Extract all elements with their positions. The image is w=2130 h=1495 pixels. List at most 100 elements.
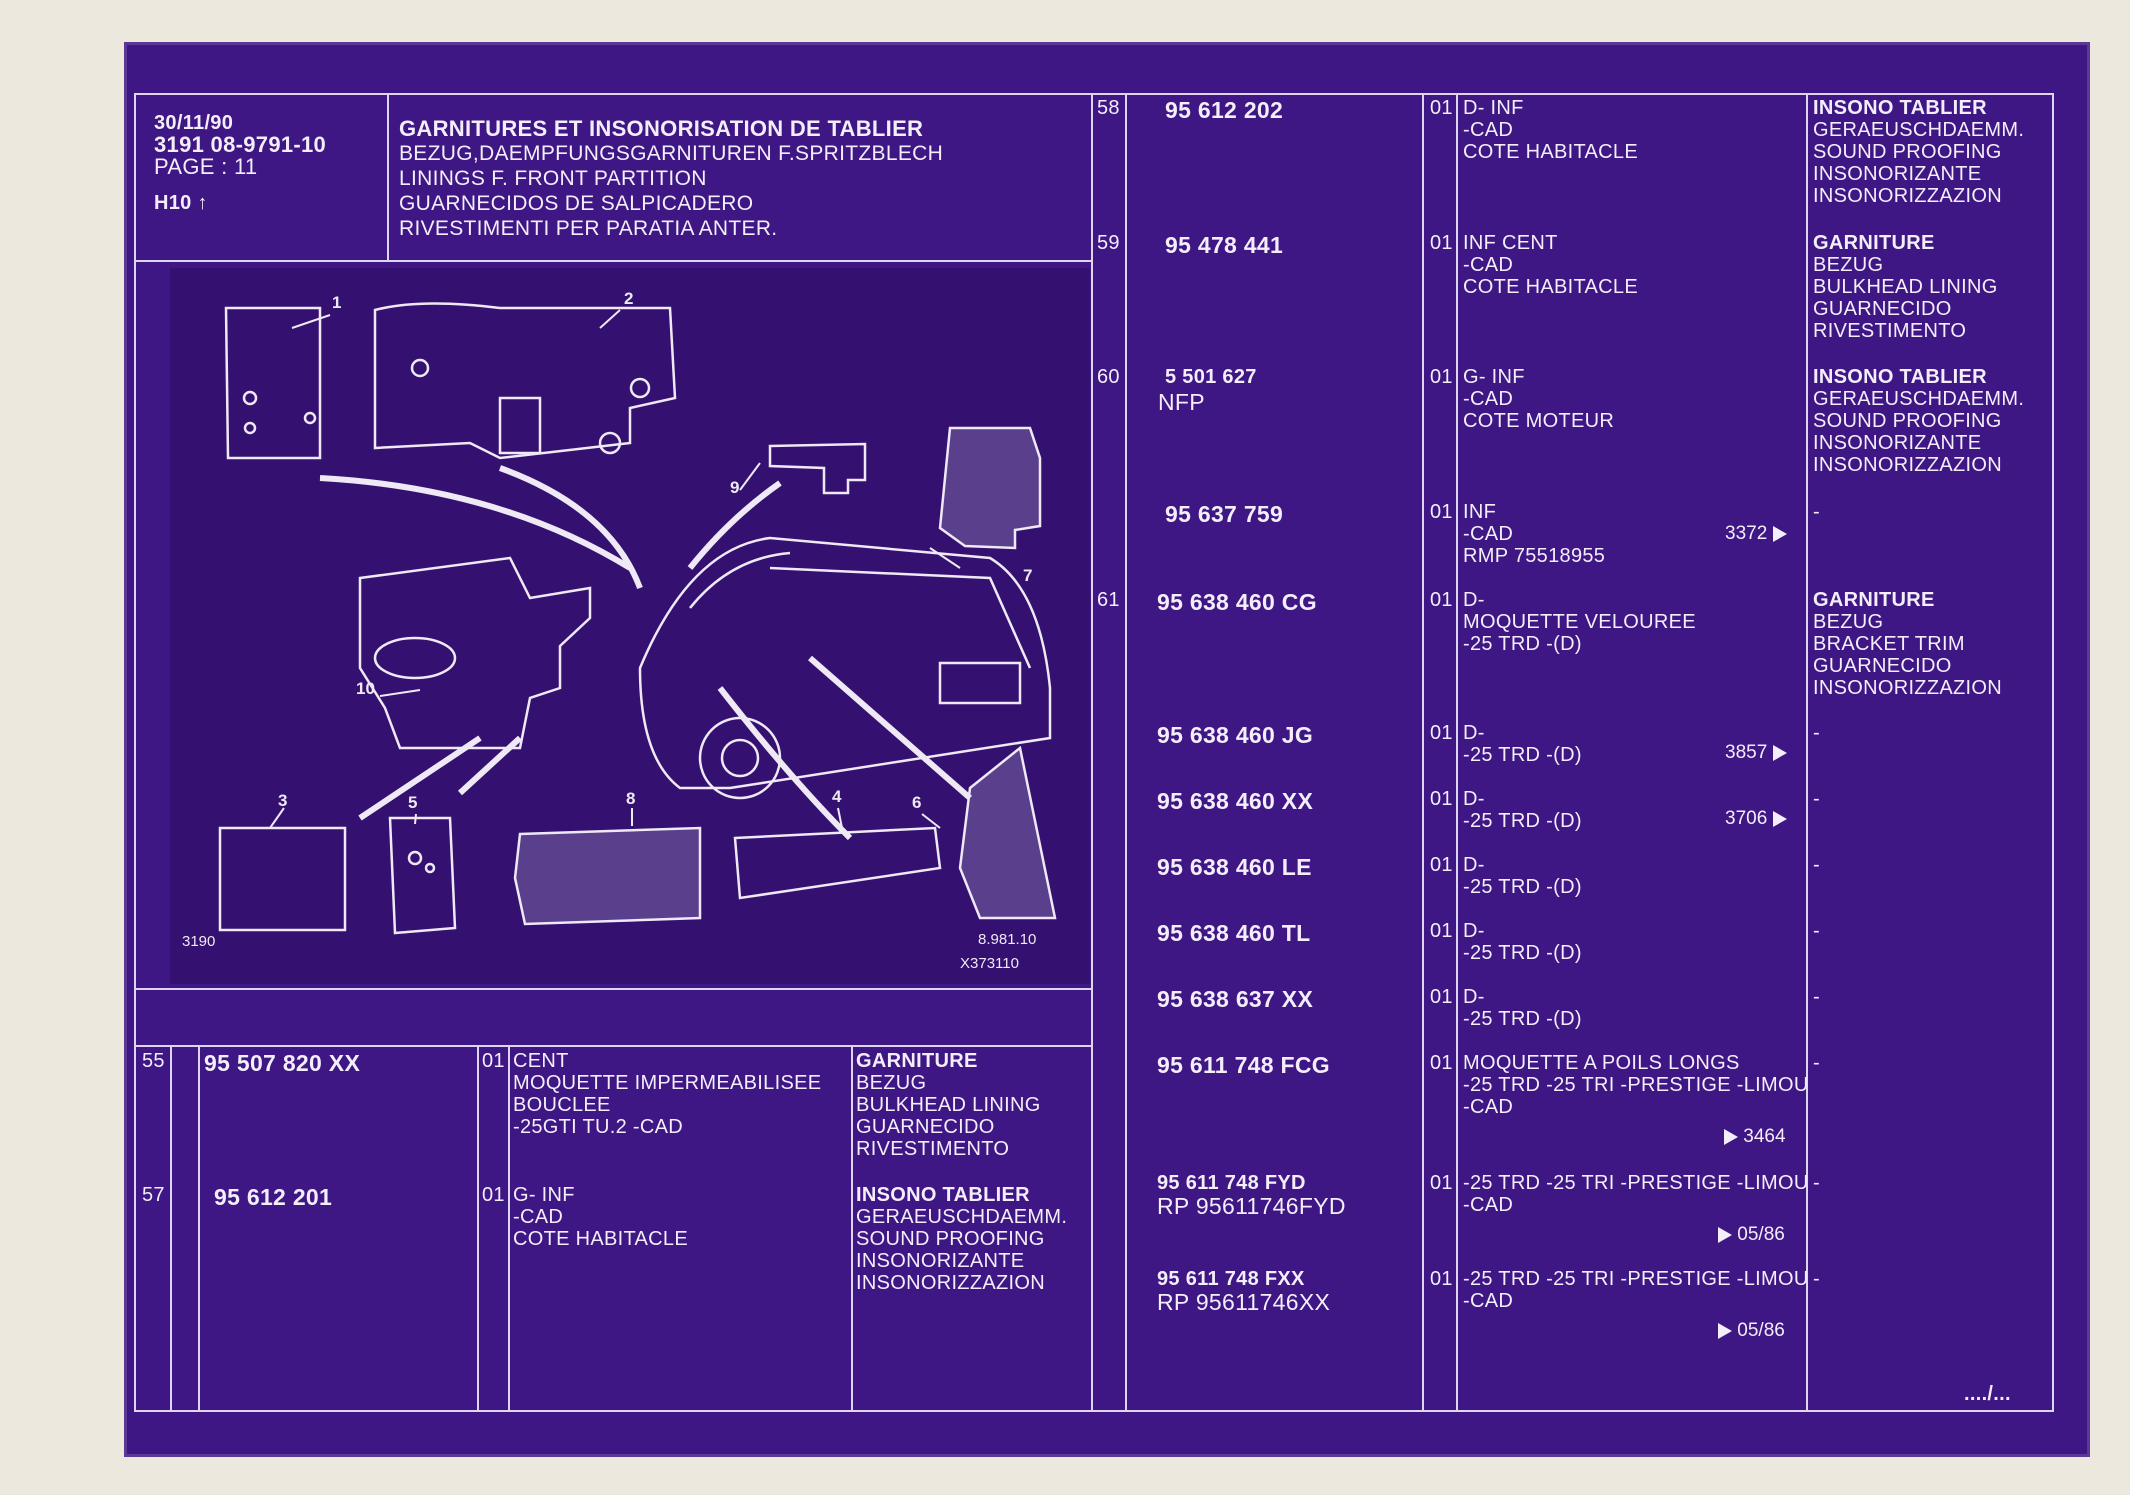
quantity: 01: [1430, 920, 1453, 942]
right-col-line-3: [1456, 93, 1458, 1410]
part-number: 95 612 202: [1165, 97, 1284, 123]
ref-marker: 05/86: [1718, 1224, 1785, 1246]
header-divider: [387, 93, 389, 261]
description: MOQUETTE A POILS LONGS-25 TRD -25 TRI -P…: [1463, 1052, 1809, 1118]
title-de: BEZUG,DAEMPFUNGSGARNITUREN F.SPRITZBLECH: [399, 142, 944, 165]
quantity: 01: [1430, 1268, 1453, 1290]
description: D--25 TRD -(D): [1463, 986, 1582, 1030]
ref-marker: 3857: [1725, 742, 1787, 764]
quantity: 01: [1430, 1052, 1453, 1074]
quantity: 01: [1430, 501, 1453, 523]
play-arrow-icon: [1772, 744, 1787, 761]
ref-marker: 3706: [1725, 808, 1787, 830]
part-3-shape: [218, 826, 347, 932]
description: D-MOQUETTE VELOUREE-25 TRD -(D): [1463, 589, 1696, 655]
part-number: 5 501 627: [1165, 366, 1257, 388]
right-col-line-1: [1125, 93, 1127, 1410]
quantity: 01: [1430, 722, 1453, 744]
quantity: 01: [1430, 854, 1453, 876]
quantity: 01: [1430, 788, 1453, 810]
description: -25 TRD -25 TRI -PRESTIGE -LIMOU-CAD: [1463, 1268, 1809, 1312]
part-number: 95 478 441: [1165, 232, 1284, 258]
part-8-shape: [513, 826, 702, 926]
left-col-line-1: [170, 1045, 172, 1410]
left-col-line-2: [198, 1045, 200, 1410]
part-names: -: [1813, 1172, 1820, 1194]
part-note: RP 95611746FYD: [1157, 1193, 1346, 1219]
part-names: -: [1813, 920, 1820, 942]
part-number: 95 611 748 FYD: [1157, 1172, 1306, 1194]
diagram-ref-left: 3190: [182, 933, 215, 950]
part-names: -: [1813, 501, 1820, 523]
part-number: 95 637 759: [1165, 501, 1284, 527]
description: D--25 TRD -(D): [1463, 722, 1582, 766]
part-5-shape: [388, 816, 457, 935]
continued-marker: ..../...: [1964, 1383, 2011, 1405]
center-divider: [1091, 93, 1093, 1410]
part-1-shape: [224, 306, 322, 460]
quantity: 01: [1430, 366, 1453, 388]
table-top-rule: [134, 1045, 1093, 1047]
ref-marker: 05/86: [1718, 1320, 1785, 1342]
quantity: 01: [1430, 232, 1453, 254]
part-6-shape: [958, 745, 1057, 920]
left-col-line-5: [851, 1045, 853, 1410]
part-names: -: [1813, 1268, 1820, 1290]
row-index: 61: [1097, 589, 1120, 611]
callout-7: 7: [1023, 566, 1032, 585]
play-arrow-icon: [1772, 810, 1787, 827]
part-number: 95 638 460 TL: [1157, 920, 1311, 946]
part-note: RP 95611746XX: [1157, 1289, 1331, 1315]
header-meta: 30/11/90 3191 08-9791-10 PAGE : 11 H10 ↑: [154, 112, 326, 214]
part-names: -: [1813, 1052, 1820, 1074]
grid-ref: H10 ↑: [154, 192, 208, 214]
part-note: NFP: [1158, 389, 1205, 415]
part-number: 95 638 460 JG: [1157, 722, 1314, 748]
row-index: 60: [1097, 366, 1120, 388]
part-names: -: [1813, 722, 1820, 744]
part-number: 95 638 460 CG: [1157, 589, 1317, 615]
callout-4: 4: [832, 787, 842, 806]
part-number: 95 611 748 FCG: [1157, 1052, 1330, 1078]
title-fr: GARNITURES ET INSONORISATION DE TABLIER: [399, 116, 924, 141]
diagram-ref-right: 8.981.10: [978, 931, 1036, 948]
play-arrow-icon: [1718, 1226, 1732, 1243]
description: D--25 TRD -(D): [1463, 854, 1582, 898]
description: D--25 TRD -(D): [1463, 788, 1582, 832]
arrow-up-icon: ↑: [197, 192, 208, 214]
header-page: PAGE : 11: [154, 154, 258, 179]
row-index: 55: [142, 1050, 165, 1072]
car-body-shape: [638, 536, 1052, 790]
part-7-shape: [938, 426, 1042, 550]
part-number: 95 638 637 XX: [1157, 986, 1314, 1012]
callout-5: 5: [408, 793, 417, 812]
part-names: -: [1813, 788, 1820, 810]
header-titles: GARNITURES ET INSONORISATION DE TABLIER …: [399, 116, 943, 241]
callout-1: 1: [332, 293, 341, 312]
description: -25 TRD -25 TRI -PRESTIGE -LIMOU-CAD: [1463, 1172, 1809, 1216]
quantity: 01: [1430, 589, 1453, 611]
part-number: 95 638 460 XX: [1157, 788, 1314, 814]
part-10-shape: [358, 556, 592, 750]
header-code: 3191 08-9791-10: [154, 132, 327, 157]
right-col-line-4: [1806, 93, 1808, 1410]
quantity: 01: [482, 1050, 505, 1072]
quantity: 01: [482, 1184, 505, 1206]
part-number: 95 638 460 LE: [1157, 854, 1312, 880]
quantity: 01: [1430, 97, 1453, 119]
callout-10: 10: [356, 679, 375, 698]
part-number: 95 611 748 FXX: [1157, 1268, 1305, 1290]
callout-6: 6: [912, 793, 921, 812]
part-4-shape: [733, 826, 942, 900]
callout-9: 9: [730, 478, 739, 497]
diagram-ref-bottom: X373110: [960, 955, 1019, 972]
